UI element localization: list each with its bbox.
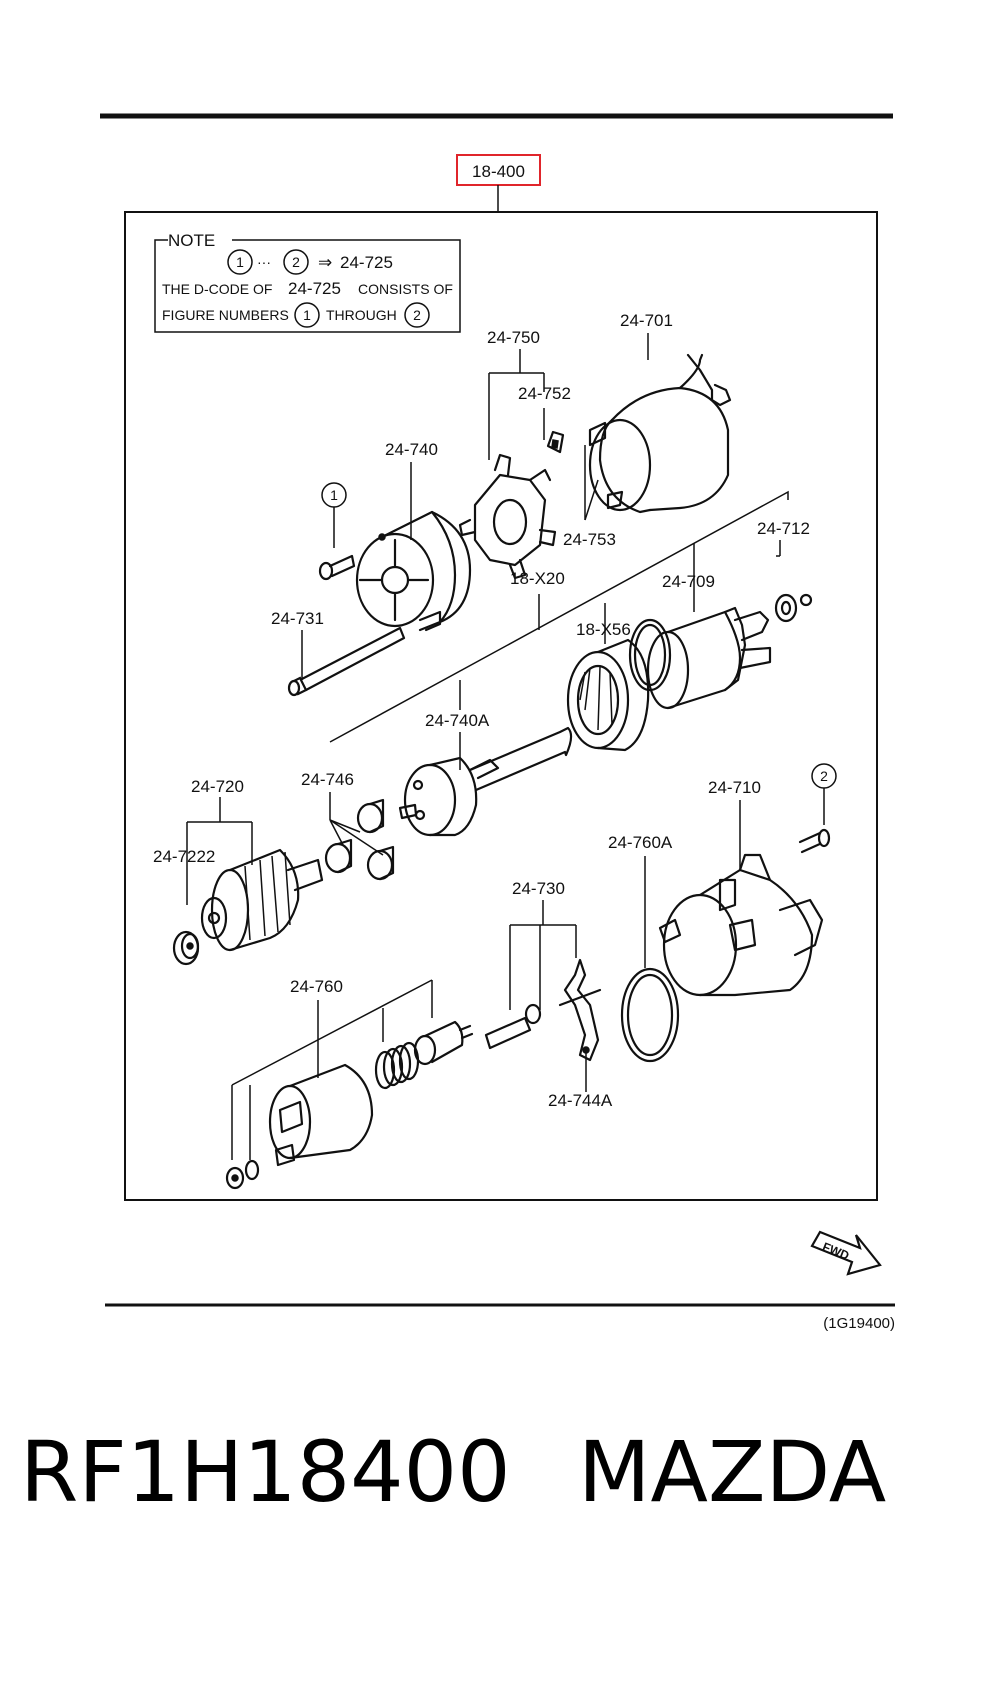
brush-part: [546, 430, 565, 454]
yoke-part: [588, 353, 732, 514]
note-arrow: ⇒: [318, 253, 332, 272]
diagram-frame: [124, 211, 878, 1201]
planet-gears-part: [324, 798, 395, 881]
note-line2-a: THE D-CODE OF: [162, 281, 272, 297]
through-bolt-part: [287, 626, 406, 697]
fwd-arrow-icon: FWD: [810, 1230, 882, 1276]
label-18-x20: 18-X20: [510, 569, 565, 588]
washer-part: [774, 593, 813, 623]
label-24-760a: 24-760A: [608, 833, 673, 852]
note-line2-b: CONSISTS OF: [358, 281, 453, 297]
label-24-712: 24-712: [757, 519, 810, 538]
label-24-730: 24-730: [512, 879, 565, 898]
brush-holder-part: [458, 453, 557, 580]
label-24-752: 24-752: [518, 384, 571, 403]
label-24-731: 24-731: [271, 609, 324, 628]
shaft-part: [398, 726, 573, 837]
label-24-740: 24-740: [385, 440, 438, 459]
label-24-746: 24-746: [301, 770, 354, 789]
label-24-701: 24-701: [620, 311, 673, 330]
front-housing-part: [658, 853, 824, 997]
armature-part: [646, 606, 772, 710]
spring-part: [374, 1041, 420, 1090]
internal-gear-part: [566, 638, 650, 752]
brand-name: MAZDA: [578, 1423, 887, 1521]
callout-1: 1: [330, 487, 338, 503]
callout-2: 2: [820, 768, 828, 784]
screw-part: [318, 554, 356, 581]
label-24-720: 24-720: [191, 777, 244, 796]
note-line3-circle-2: 2: [413, 307, 421, 323]
note-line3-a: FIGURE NUMBERS: [162, 307, 289, 323]
ref-box: [456, 154, 541, 186]
seal-ring-part: [620, 967, 680, 1063]
o-ring-part: [628, 618, 672, 692]
note-line3-b: THROUGH: [326, 307, 397, 323]
bearing-part: [172, 930, 200, 966]
label-24-744a: 24-744A: [548, 1091, 613, 1110]
note-circle-1: 1: [236, 254, 244, 270]
leader-lines: [186, 333, 789, 1160]
label-24-740a: 24-740A: [425, 711, 490, 730]
lever-part: [484, 958, 602, 1062]
label-24-7222: 24-7222: [153, 847, 215, 866]
part-number: RF1H18400: [20, 1423, 511, 1521]
illustration-code: (1G19400): [823, 1315, 895, 1332]
label-18-x56: 18-X56: [576, 620, 631, 639]
label-24-750: 24-750: [487, 328, 540, 347]
note-line2-code: 24-725: [288, 279, 341, 298]
plunger-part: [413, 1020, 474, 1066]
note-ellipsis: ···: [257, 254, 271, 270]
note-line3-circle-1: 1: [303, 307, 311, 323]
label-24-760: 24-760: [290, 977, 343, 996]
ref-box-label: 18-400: [472, 162, 525, 181]
label-24-753: 24-753: [563, 530, 616, 549]
pinion-drive-part: [200, 848, 324, 952]
rear-cover-part: [355, 510, 472, 632]
note-title: NOTE: [168, 231, 215, 250]
note-circle-2: 2: [292, 254, 300, 270]
solenoid-part: [268, 1063, 374, 1167]
screw-2-part: [798, 828, 831, 854]
label-24-709: 24-709: [662, 572, 715, 591]
nut-part: [225, 1159, 260, 1190]
label-24-710: 24-710: [708, 778, 761, 797]
note-box: NOTE 1 ··· 2 ⇒ 24-725 THE D-CODE OF 24-7…: [154, 231, 461, 333]
note-target-code: 24-725: [340, 253, 393, 272]
